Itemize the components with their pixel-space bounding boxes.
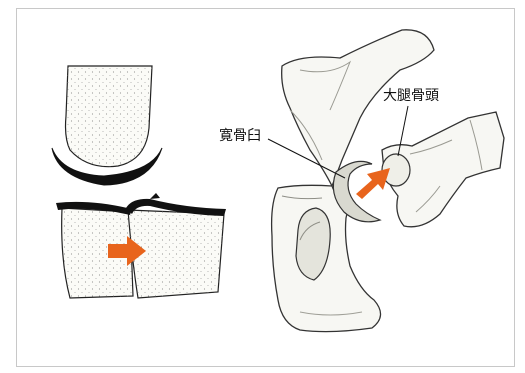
label-femoral-head: 大腿骨頭 [383, 89, 439, 103]
label-acetabulum: 寛骨臼 [219, 129, 261, 143]
